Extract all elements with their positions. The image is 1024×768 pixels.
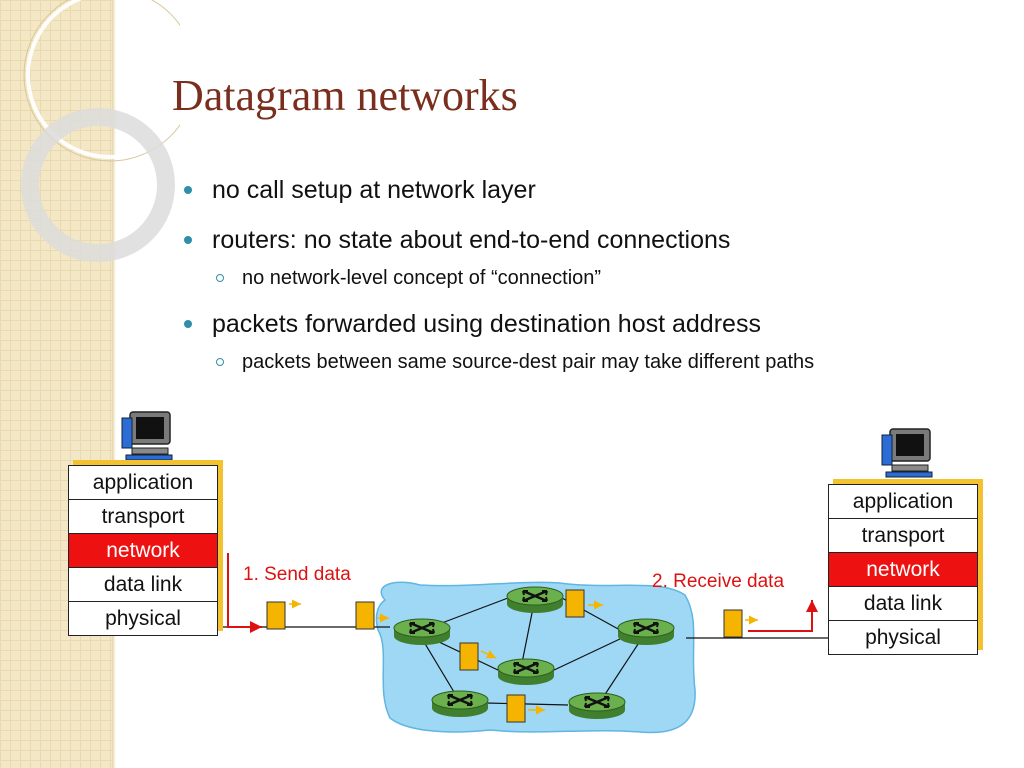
packet-icon (565, 589, 603, 618)
sub-bullet-item: no network-level concept of “connection” (180, 264, 1010, 292)
layer-network: network (69, 534, 217, 568)
router-icon (505, 585, 565, 615)
layer-transport: transport (69, 500, 217, 534)
layer-data-link: data link (69, 568, 217, 602)
layer-transport: transport (829, 519, 977, 553)
layer-physical: physical (865, 626, 941, 649)
bullet-list: no call setup at network layer routers: … (180, 172, 1010, 390)
receiver-protocol-stack: application transport network data link … (828, 484, 978, 655)
sub-bullet-item: packets between same source-dest pair ma… (180, 348, 1010, 376)
decorative-rings (21, 0, 180, 262)
bullet-dot-icon (184, 186, 192, 194)
bullet-dot-icon (184, 236, 192, 244)
bullet-text: packets forwarded using destination host… (212, 310, 761, 338)
layer-network: network (829, 553, 977, 587)
computer-icon (121, 411, 173, 461)
sub-bullet-ring-icon (216, 274, 224, 282)
layer-application: application (829, 485, 977, 519)
packet-icon (266, 599, 301, 630)
bullet-item: packets forwarded using destination host… (180, 306, 1010, 342)
bullet-item: routers: no state about end-to-end conne… (180, 222, 1010, 258)
router-icon (567, 691, 627, 721)
packet-icon (506, 694, 545, 723)
packet-icon (355, 601, 389, 630)
receive-data-label: 2. Receive data (652, 571, 785, 592)
sub-bullet-ring-icon (216, 358, 224, 366)
computer-icon (881, 428, 933, 478)
send-arrow (227, 553, 262, 633)
layer-physical: physical (105, 607, 181, 630)
decorative-edge (112, 0, 116, 768)
layer-application: application (69, 466, 217, 500)
sender-protocol-stack: application transport network data link … (68, 465, 218, 636)
bullet-text: no call setup at network layer (212, 176, 536, 204)
slide-title: Datagram networks (172, 71, 518, 120)
bullet-text: routers: no state about end-to-end conne… (212, 226, 731, 254)
router-icon (616, 617, 676, 647)
bullet-dot-icon (184, 320, 192, 328)
router-icon (496, 657, 556, 687)
layer-data-link: data link (829, 587, 977, 621)
router-icon (430, 689, 490, 719)
send-data-label: 1. Send data (243, 564, 351, 585)
sub-bullet-text: packets between same source-dest pair ma… (242, 351, 815, 373)
receive-arrow (748, 600, 818, 632)
packet-icon (723, 609, 758, 638)
packet-icon (459, 642, 497, 671)
sub-bullet-text: no network-level concept of “connection” (242, 267, 602, 289)
router-icon (392, 617, 452, 647)
bullet-item: no call setup at network layer (180, 172, 1010, 208)
